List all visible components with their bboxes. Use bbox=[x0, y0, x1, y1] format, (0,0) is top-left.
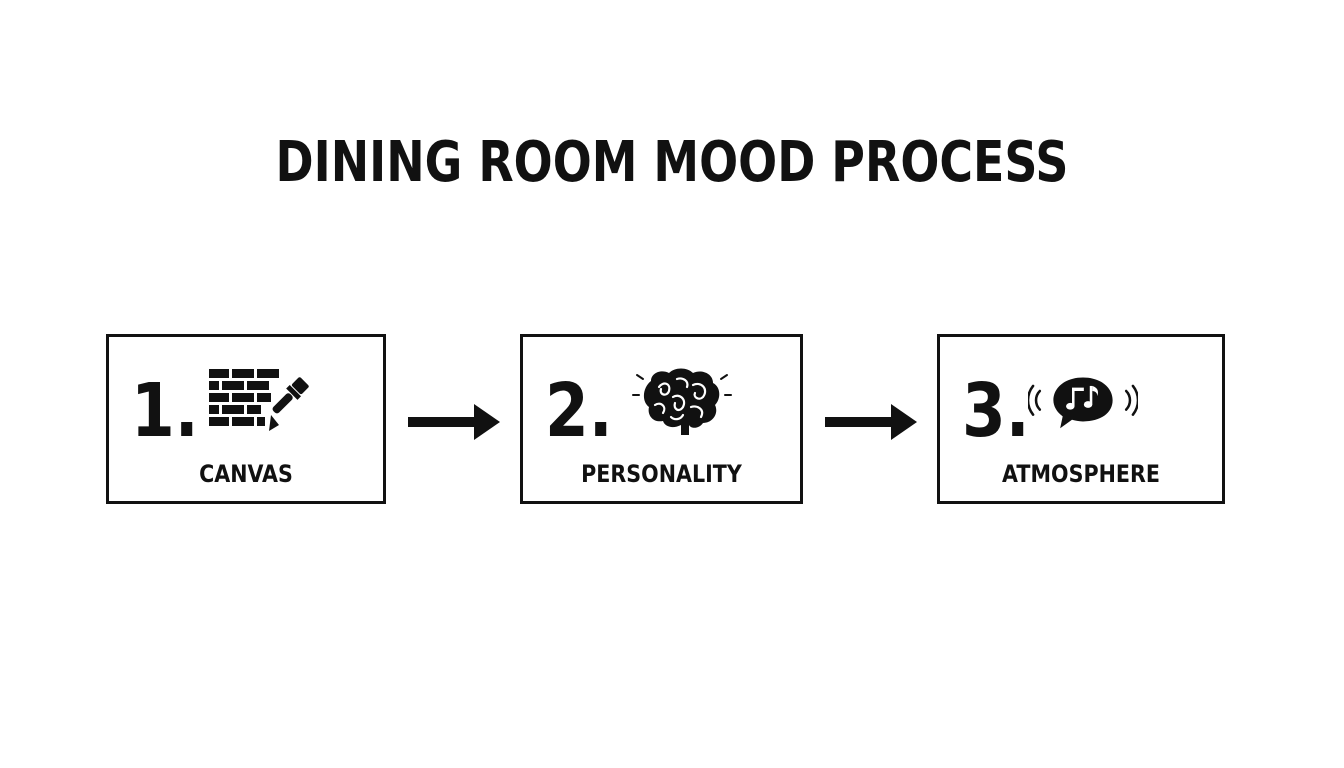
step-label: ATMOSPHERE bbox=[1002, 460, 1160, 488]
step-number: 1. bbox=[131, 368, 199, 454]
step-label: PERSONALITY bbox=[581, 460, 742, 488]
brick-wall-paintbrush-icon bbox=[209, 369, 309, 431]
arrow-right-icon bbox=[825, 404, 917, 440]
step-number: 2. bbox=[545, 368, 613, 454]
music-speech-bubble-icon bbox=[1028, 377, 1138, 429]
step-box-canvas: 1. CANVAS bbox=[106, 334, 386, 504]
brain-icon bbox=[632, 368, 732, 435]
arrow-right-icon bbox=[408, 404, 500, 440]
step-box-atmosphere: 3. ATMOSPHERE bbox=[937, 334, 1225, 504]
step-box-personality: 2. PERSONALITY bbox=[520, 334, 803, 504]
step-number: 3. bbox=[962, 368, 1030, 454]
diagram-title: DINING ROOM MOOD PROCESS bbox=[275, 130, 1069, 195]
step-label: CANVAS bbox=[199, 460, 293, 488]
